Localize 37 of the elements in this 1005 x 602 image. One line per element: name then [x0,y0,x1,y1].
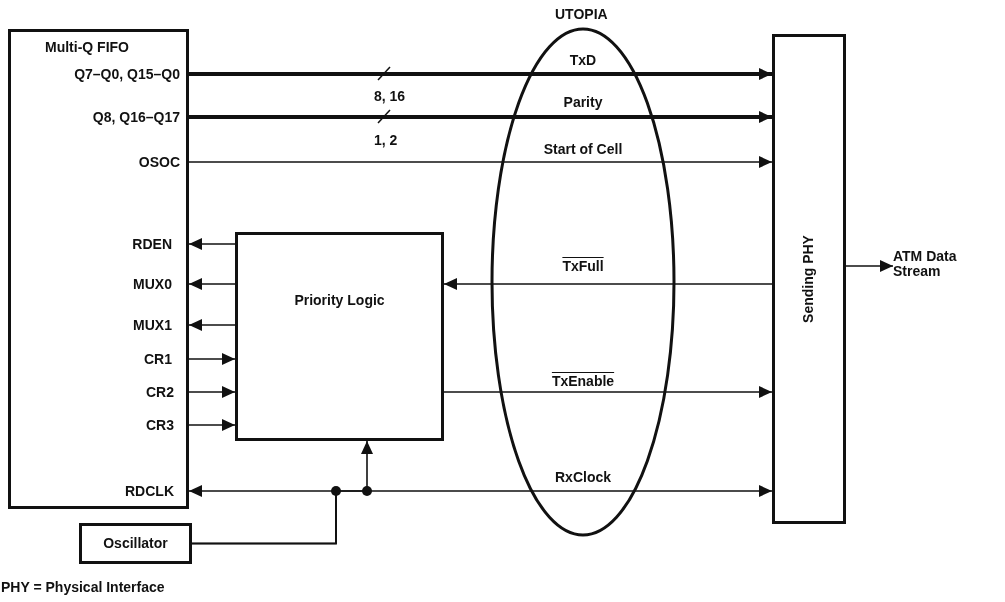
block-title: Oscillator [102,536,169,552]
signal-arrow [188,156,773,168]
signal-arrow [188,278,236,290]
interface-label: UTOPIA [555,7,608,23]
signal-arrow [188,419,236,431]
fifo-block [8,29,189,509]
bus-width-label: 1, 2 [374,133,398,149]
bus-arrow [189,111,772,123]
pin-label: CR3 [146,418,174,434]
signal-arrow [443,386,773,398]
bus-width-label: 8, 16 [374,89,406,105]
logic-block [235,232,444,441]
signal-arrow [191,440,373,545]
bus-arrow [189,68,772,80]
footnote: PHY = Physical Interface [1,580,165,596]
pin-label: CR2 [146,385,174,401]
block-title: Multi-Q FIFO [45,40,129,56]
phy-block [772,34,846,524]
signal-arrow [188,386,236,398]
edge-label: Parity [561,94,605,111]
oscillator-block [79,523,192,564]
pin-label: MUX0 [133,277,172,293]
signal-arrow [188,238,236,250]
pin-label: RDCLK [125,484,174,500]
pin-label: MUX1 [133,318,172,334]
pin-label: CR1 [144,352,172,368]
signal-arrow [188,319,236,331]
signal-arrow [188,353,236,365]
block-title: Sending PHY [801,235,817,323]
pin-label: OSOC [138,155,180,171]
pin-label: Q8, Q16–Q17 [92,110,180,126]
block-title: ATM Data Stream [893,249,958,280]
signal-arrow [443,278,773,290]
pin-label: RDEN [132,237,172,253]
block-title: Priority Logic [293,293,386,309]
signal-arrow [845,260,894,272]
pin-label: Q7–Q0, Q15–Q0 [74,67,180,83]
